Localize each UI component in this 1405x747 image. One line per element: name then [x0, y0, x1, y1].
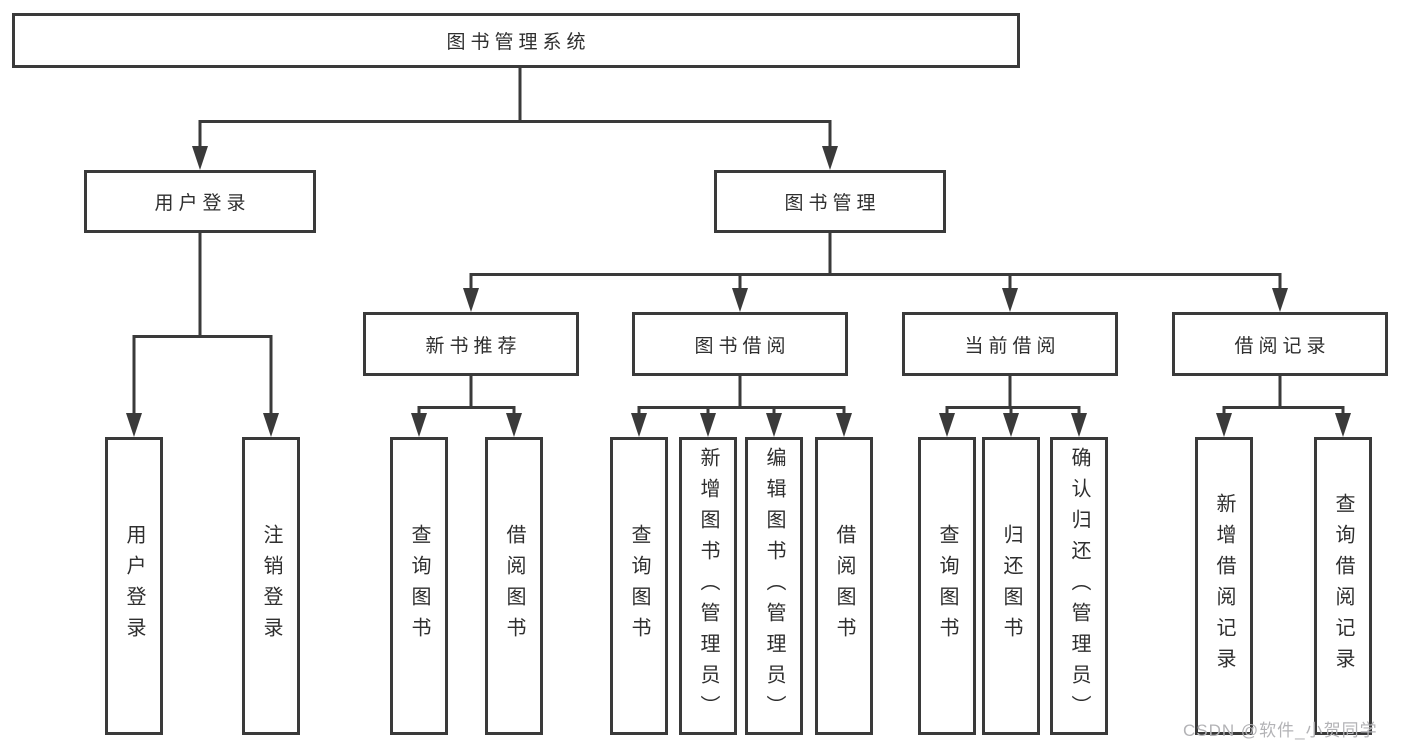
leaf-node-label: 编辑图书（管理员）: [763, 446, 785, 726]
leaf-node-query-books-2: 查询图书: [610, 437, 668, 735]
branch-node-book-management: 图书管理: [714, 170, 946, 233]
leaf-node-borrow-books-2: 借阅图书: [815, 437, 873, 735]
leaf-node-label: 新增图书（管理员）: [697, 446, 719, 726]
leaf-node-add-books-admin: 新增图书（管理员）: [679, 437, 737, 735]
leaf-node-label: 确认归还（管理员）: [1068, 446, 1090, 726]
leaf-node-logout: 注销登录: [242, 437, 300, 735]
branch-node-label: 当前借阅: [964, 335, 1061, 357]
leaf-node-query-borrow-record: 查询借阅记录: [1314, 437, 1372, 735]
branch-node-borrow-records: 借阅记录: [1172, 312, 1388, 376]
leaf-node-borrow-books-1: 借阅图书: [485, 437, 543, 735]
leaf-node-return-books: 归还图书: [982, 437, 1040, 735]
leaf-node-label: 查询图书: [628, 524, 650, 648]
leaf-node-label: 查询借阅记录: [1332, 493, 1354, 679]
branch-node-current-borrow: 当前借阅: [902, 312, 1118, 376]
root-node-system: 图书管理系统: [12, 13, 1020, 68]
leaf-node-add-borrow-record: 新增借阅记录: [1195, 437, 1253, 735]
branch-node-label: 图书借阅: [694, 335, 791, 357]
branch-node-book-borrow: 图书借阅: [632, 312, 848, 376]
leaf-node-edit-books-admin: 编辑图书（管理员）: [745, 437, 803, 735]
branch-node-label: 借阅记录: [1234, 335, 1331, 357]
branch-node-label: 新书推荐: [425, 335, 522, 357]
leaf-node-query-books-3: 查询图书: [918, 437, 976, 735]
leaf-node-label: 查询图书: [936, 524, 958, 648]
csdn-watermark: CSDN @软件_小贺同学: [1183, 721, 1378, 740]
leaf-node-label: 新增借阅记录: [1213, 493, 1235, 679]
leaf-node-label: 归还图书: [1000, 524, 1022, 648]
leaf-node-label: 用户登录: [123, 524, 145, 648]
leaf-node-label: 借阅图书: [833, 524, 855, 648]
leaf-node-label: 借阅图书: [503, 524, 525, 648]
branch-node-label: 用户登录: [154, 193, 251, 214]
leaf-node-confirm-return-admin: 确认归还（管理员）: [1050, 437, 1108, 735]
leaf-node-user-login: 用户登录: [105, 437, 163, 735]
root-node-label: 图书管理系统: [446, 32, 591, 53]
branch-node-label: 图书管理: [784, 193, 881, 214]
leaf-node-label: 查询图书: [408, 524, 430, 648]
leaf-node-label: 注销登录: [260, 524, 282, 648]
branch-node-user-login: 用户登录: [84, 170, 316, 233]
leaf-node-query-books-1: 查询图书: [390, 437, 448, 735]
branch-node-new-book-recommend: 新书推荐: [363, 312, 579, 376]
